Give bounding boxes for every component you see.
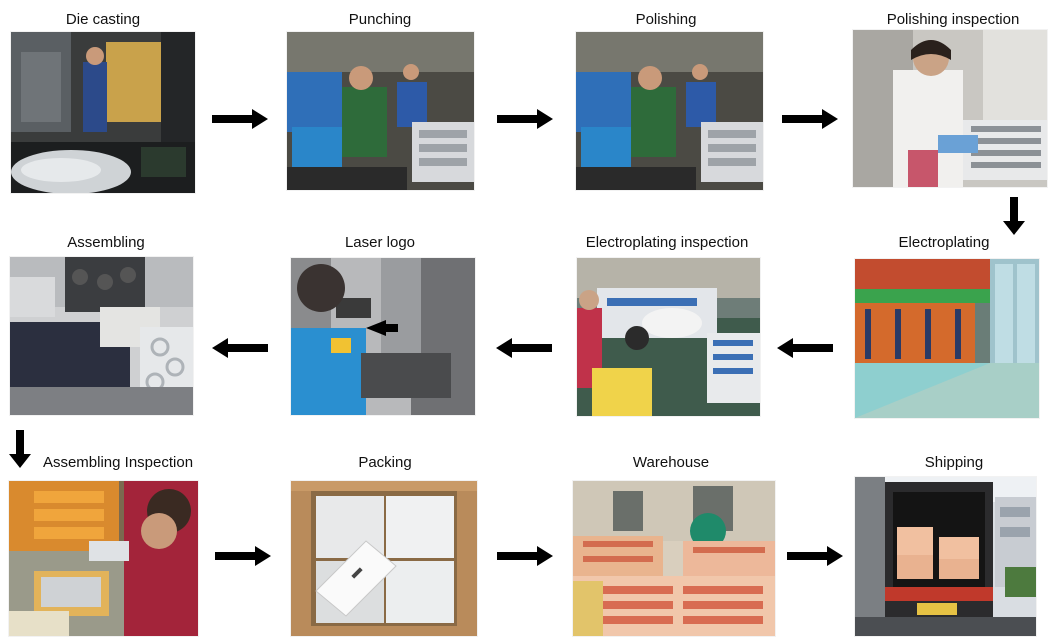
photo-assembling-inspection	[9, 481, 198, 636]
step-label-laser-logo: Laser logo	[344, 234, 416, 251]
arrow-down-2	[9, 430, 31, 468]
arrow-right-6	[787, 546, 843, 566]
step-label-warehouse: Warehouse	[632, 454, 710, 471]
arrow-down-1	[1003, 197, 1025, 235]
step-label-packing: Packing	[358, 454, 412, 471]
photo-electroplating	[855, 259, 1039, 418]
step-label-polishing: Polishing	[635, 11, 697, 28]
photo-polishing-inspection	[853, 30, 1047, 187]
photo-die-casting	[11, 32, 195, 193]
arrow-left-3	[212, 338, 268, 358]
photo-laser-logo	[291, 258, 475, 415]
arrow-right-1	[212, 109, 268, 129]
step-label-electroplating: Electroplating	[898, 234, 990, 251]
photo-electroplating-inspection	[577, 258, 760, 416]
photo-polishing	[576, 32, 763, 190]
photo-warehouse	[573, 481, 775, 636]
arrow-right-4	[215, 546, 271, 566]
arrow-left-1	[777, 338, 833, 358]
step-label-polishing-inspection: Polishing inspection	[886, 11, 1020, 28]
step-label-assembling: Assembling	[67, 234, 145, 251]
arrow-right-3	[782, 109, 838, 129]
photo-shipping	[855, 477, 1036, 636]
arrow-right-2	[497, 109, 553, 129]
photo-assembling	[10, 257, 193, 415]
arrow-left-2	[496, 338, 552, 358]
step-label-punching: Punching	[348, 11, 412, 28]
step-label-shipping: Shipping	[924, 454, 984, 471]
step-label-assembling-inspection: Assembling Inspection	[42, 454, 194, 471]
arrow-right-5	[497, 546, 553, 566]
photo-punching	[287, 32, 474, 190]
step-label-die-casting: Die casting	[65, 11, 141, 28]
step-label-electroplating-inspection: Electroplating inspection	[585, 234, 749, 251]
photo-packing	[291, 481, 477, 636]
